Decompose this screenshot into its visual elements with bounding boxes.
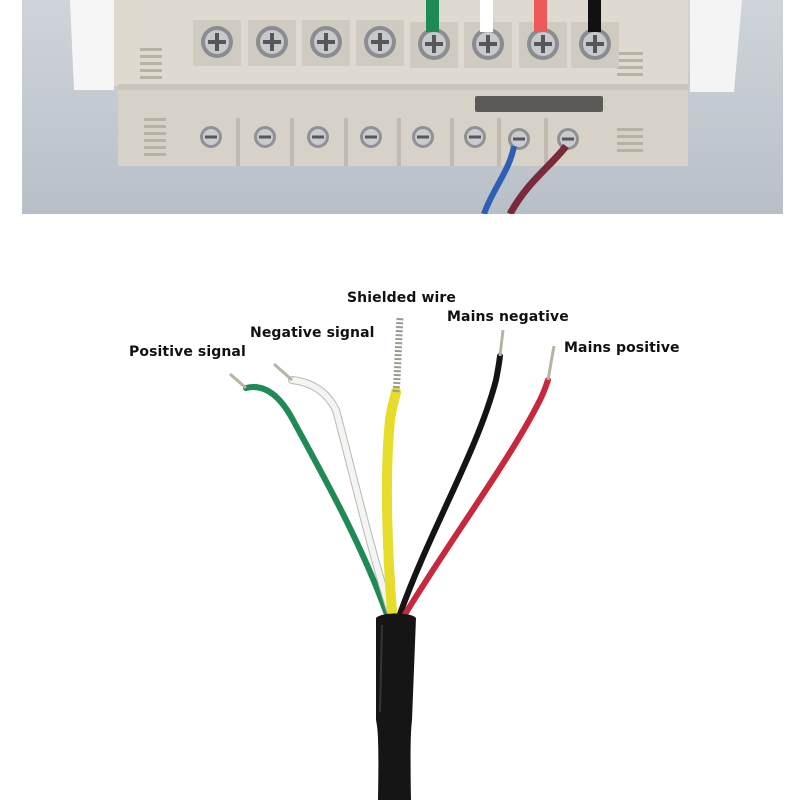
terminal-block-illustration <box>70 0 742 214</box>
right-side-tab <box>690 0 742 92</box>
shielded-wire-label: Shielded wire <box>347 290 456 306</box>
left-side-tab <box>70 0 114 90</box>
terminal-block-photo <box>22 0 783 214</box>
mains-negative-bare-end <box>498 329 505 357</box>
blue-wire <box>481 145 517 214</box>
shielded-wire <box>381 387 401 617</box>
mains-negative-label: Mains negative <box>447 309 569 325</box>
negative-signal-wire-outline <box>288 376 394 614</box>
positive-signal-bare-end <box>229 372 247 390</box>
negative-signal-wire <box>289 377 393 613</box>
terminal-slot <box>475 96 603 112</box>
mains-positive-label: Mains positive <box>564 340 680 356</box>
top-screw-row <box>193 20 619 68</box>
mains-negative-wire <box>397 353 503 617</box>
cable-illustration <box>229 317 556 800</box>
terminal-color-indicators <box>426 0 601 32</box>
cable-jacket <box>376 613 416 800</box>
mains-positive-bare-end <box>546 345 556 381</box>
indicator-white <box>480 0 493 32</box>
negative-signal-label: Negative signal <box>250 325 375 341</box>
indicator-black <box>588 0 601 32</box>
indicator-red <box>534 0 547 32</box>
maroon-wire <box>506 143 569 214</box>
mains-positive-wire <box>401 377 551 619</box>
cable-photo <box>0 214 800 800</box>
positive-signal-wire <box>243 384 389 615</box>
shielded-braid <box>392 317 404 393</box>
indicator-green <box>426 0 439 32</box>
negative-signal-bare-end <box>273 362 293 382</box>
positive-signal-label: Positive signal <box>129 344 246 360</box>
bottom-screw-row <box>200 126 579 150</box>
